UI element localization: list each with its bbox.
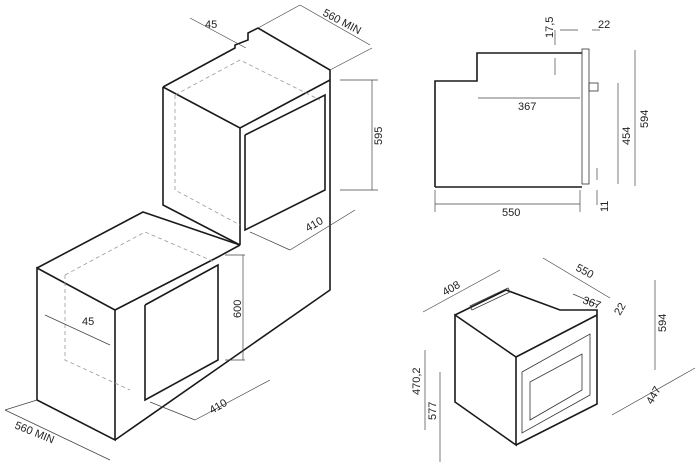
niche-upper-notch-label: 45: [205, 19, 217, 31]
iso-front-thickness-label: 22: [612, 301, 629, 318]
niche-lower-height-label: 600: [232, 300, 244, 318]
side-door-height-label: 454: [621, 127, 633, 145]
niche-lower-notch-label: 45: [82, 316, 94, 328]
niche-lower-width-label: 410: [208, 397, 230, 417]
iso-view: 408 550 367 22 594 470,2 577 447: [411, 257, 696, 462]
niche-diagram: 45 560 MIN 595 410 600 45 410 560 MIN: [4, 4, 385, 461]
iso-front-width-label: 447: [644, 385, 664, 407]
side-bottom-offset-label: 11: [599, 201, 611, 212]
side-front-thickness-label: 22: [598, 19, 610, 31]
iso-step-depth-label: 367: [581, 295, 602, 313]
iso-height-label: 594: [657, 314, 669, 332]
side-depth-label: 550: [502, 207, 520, 219]
side-top-offset-label: 17,5: [544, 17, 556, 38]
side-view: 17,5 22 367 594 454 550 11: [434, 17, 651, 219]
niche-upper-height-label: 595: [373, 127, 385, 145]
iso-side-height-label: 470,2: [411, 367, 423, 395]
niche-upper-depth-label: 560 MIN: [321, 7, 363, 37]
side-step-depth-label: 367: [518, 101, 536, 113]
iso-body-height-label: 577: [427, 402, 439, 420]
iso-width-label: 408: [441, 279, 463, 299]
niche-upper-width-label: 410: [304, 215, 326, 235]
side-total-height-label: 594: [639, 110, 651, 128]
